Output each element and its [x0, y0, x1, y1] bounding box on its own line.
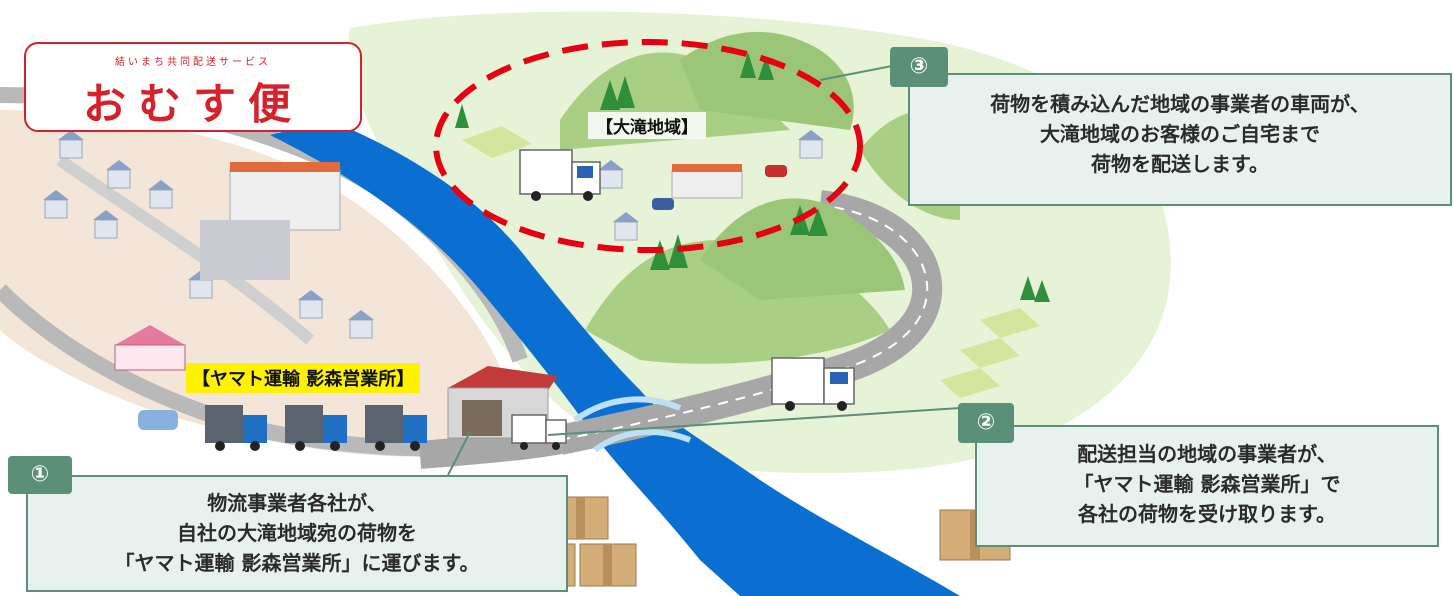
step-1-badge: ①: [8, 456, 72, 494]
step-3-line-3: 荷物を配送します。: [1091, 152, 1269, 176]
step-3-callout: 荷物を積み込んだ地域の事業者の車両が、 大滝地域のお客様のご自宅まで 荷物を配送…: [908, 73, 1452, 206]
step-1-line-2: 自社の大滝地域宛の荷物を: [177, 521, 417, 545]
step-3-line-2: 大滝地域のお客様のご自宅まで: [1040, 122, 1320, 146]
step-3-line-1: 荷物を積み込んだ地域の事業者の車両が、: [990, 92, 1370, 116]
step-1-line-3: 「ヤマト運輸 影森営業所」に運びます。: [114, 551, 480, 575]
step-1-line-1: 物流事業者各社が、: [207, 491, 387, 515]
step-1-callout: 物流事業者各社が、 自社の大滝地域宛の荷物を 「ヤマト運輸 影森営業所」に運びま…: [26, 475, 568, 592]
omusubin-logo: 結いまち共同配送サービス おむす便: [24, 42, 362, 132]
yamato-office-label: 【ヤマト運輸 影森営業所】: [186, 363, 421, 393]
logo-name: おむす便: [83, 80, 303, 130]
logo-subtitle: 結いまち共同配送サービス: [115, 57, 271, 68]
otaki-area-label: 【大滝地域】: [588, 112, 706, 139]
step-2-line-3: 各社の荷物を受け取ります。: [1078, 502, 1336, 526]
step-3-badge: ③: [890, 47, 948, 87]
step-2-badge: ②: [958, 403, 1014, 443]
step-2-line-1: 配送担当の地域の事業者が、: [1077, 442, 1337, 466]
step-2-line-2: 「ヤマト運輸 影森営業所」で: [1073, 472, 1341, 496]
step-2-callout: 配送担当の地域の事業者が、 「ヤマト運輸 影森営業所」で 各社の荷物を受け取りま…: [975, 425, 1439, 547]
